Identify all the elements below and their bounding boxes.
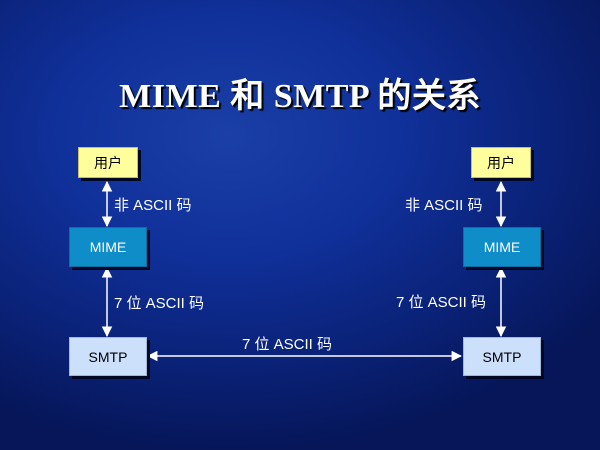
mime-box-left-label: MIME [89,239,127,255]
smtp-box-left-label: SMTP [88,348,128,365]
label-7bit-ascii-left: 7 位 ASCII 码 [114,295,205,312]
user-box-right: 用户 [471,147,531,178]
label-non-ascii-left: 非 ASCII 码 [114,197,192,214]
smtp-box-right-label: SMTP [482,348,522,365]
label-non-ascii-right: 非 ASCII 码 [405,197,483,214]
user-box-right-label: 用户 [487,154,515,171]
mime-box-right-label: MIME [483,239,521,255]
mime-box-left: MIME [69,227,147,267]
label-7bit-ascii-right: 7 位 ASCII 码 [396,294,487,311]
label-7bit-ascii-middle: 7 位 ASCII 码 [242,336,333,353]
user-box-left: 用户 [78,147,138,178]
user-box-left-label: 用户 [94,154,122,171]
smtp-box-right: SMTP [463,337,541,376]
smtp-box-left: SMTP [69,337,147,376]
mime-box-right: MIME [463,227,541,267]
slide-title: MIME 和 SMTP 的关系 [119,78,481,115]
